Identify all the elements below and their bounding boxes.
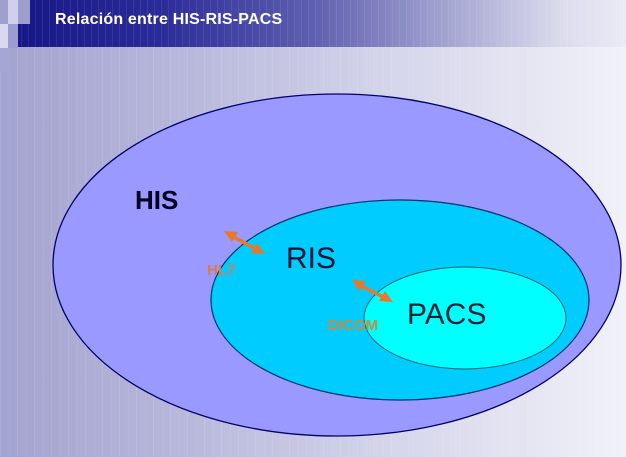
his-label: HIS bbox=[135, 185, 179, 215]
decor-square bbox=[8, 24, 18, 48]
slide-title: Relación entre HIS-RIS-PACS bbox=[55, 11, 283, 28]
decor-square bbox=[8, 0, 18, 24]
ris-label: RIS bbox=[286, 242, 337, 275]
title-bar-stripes bbox=[0, 0, 626, 47]
dicom-double-arrow-icon bbox=[352, 280, 393, 302]
decor-square bbox=[0, 48, 10, 72]
decor-square bbox=[18, 0, 30, 24]
decor-square bbox=[0, 24, 8, 48]
pacs-label: PACS bbox=[407, 298, 487, 331]
decor-square bbox=[0, 0, 8, 24]
hl7-double-arrow-icon bbox=[224, 231, 265, 254]
dicom-protocol-label: DICOM bbox=[328, 317, 378, 334]
pacs-ellipse bbox=[363, 266, 567, 370]
title-bar bbox=[0, 0, 626, 47]
hl7-protocol-label: HL7 bbox=[207, 262, 236, 279]
